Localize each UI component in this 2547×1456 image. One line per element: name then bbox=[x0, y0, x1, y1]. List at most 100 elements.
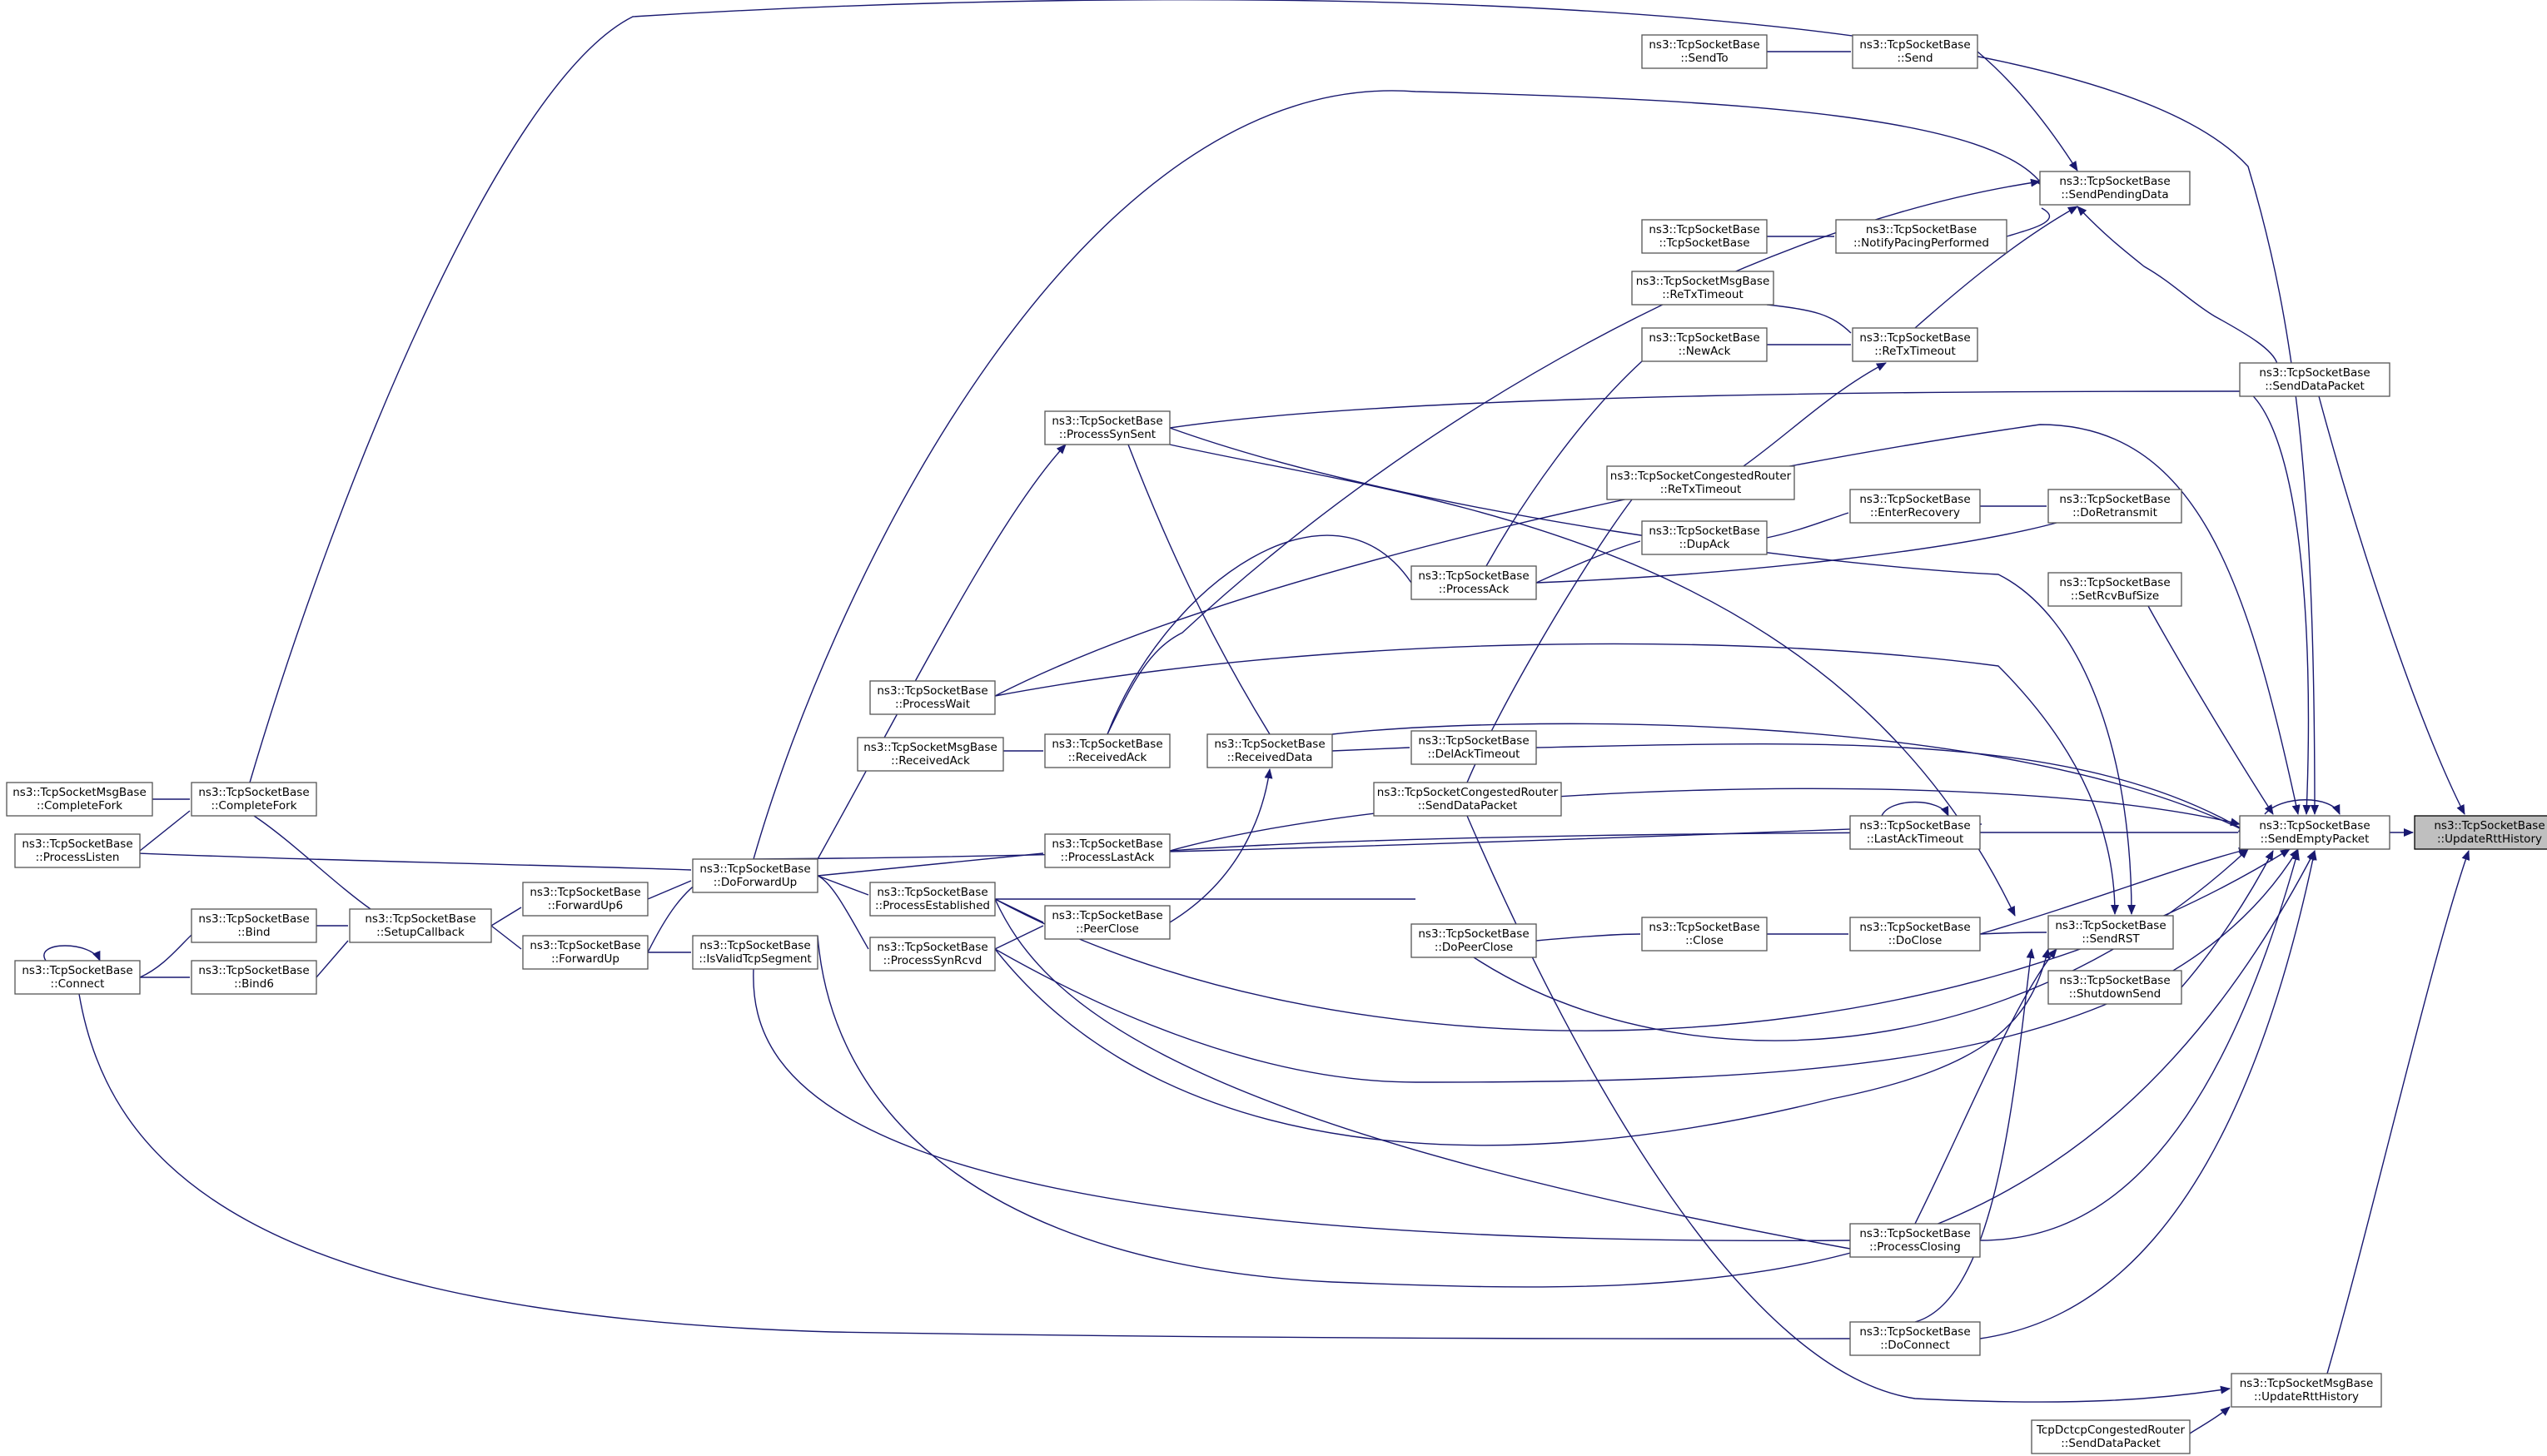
call-edge bbox=[316, 940, 349, 978]
node-box bbox=[1849, 1321, 1981, 1356]
node-sendrst[interactable]: ns3::TcpSocketBase::SendRST bbox=[2047, 915, 2174, 950]
node-peerclose[interactable]: ns3::TcpSocketBase::PeerClose bbox=[1044, 905, 1171, 940]
node-processwait[interactable]: ns3::TcpSocketBase::ProcessWait bbox=[869, 680, 996, 715]
node-box bbox=[1641, 917, 1768, 952]
node-method-label: ::ReceivedAck bbox=[891, 754, 970, 768]
node-isvalid[interactable]: ns3::TcpSocketBase::IsValidTcpSegment bbox=[692, 935, 818, 970]
node-class-label: ns3::TcpSocketBase bbox=[1649, 38, 1759, 52]
node-method-label: ::ProcessLastAck bbox=[1061, 851, 1155, 864]
node-processsynsent[interactable]: ns3::TcpSocketBase::ProcessSynSent bbox=[1044, 410, 1171, 445]
call-edge bbox=[78, 993, 1851, 1339]
node-sendpending[interactable]: ns3::TcpSocketBase::SendPendingData bbox=[2039, 171, 2191, 206]
call-edge bbox=[817, 444, 1067, 860]
node-congested-senddata[interactable]: ns3::TcpSocketCongestedRouter::SendDataP… bbox=[1373, 782, 1562, 817]
node-class-label: ns3::TcpSocketBase bbox=[1214, 738, 1325, 751]
node-box bbox=[2047, 489, 2182, 524]
node-box bbox=[1835, 219, 2007, 254]
call-edge bbox=[994, 424, 2301, 815]
node-class-label: ns3::TcpSocketBase bbox=[1052, 909, 1162, 922]
node-newack[interactable]: ns3::TcpSocketBase::NewAck bbox=[1641, 327, 1768, 362]
call-edge bbox=[1169, 768, 1273, 923]
node-class-label: ns3::TcpSocketBase bbox=[2259, 366, 2370, 380]
node-send[interactable]: ns3::TcpSocketBase::Send bbox=[1852, 34, 1978, 69]
node-class-label: ns3::TcpSocketBase bbox=[1649, 921, 1759, 934]
node-class-label: ns3::TcpSocketMsgBase bbox=[12, 786, 147, 799]
node-processack[interactable]: ns3::TcpSocketBase::ProcessAck bbox=[1410, 565, 1537, 600]
node-dctcp-senddata[interactable]: TcpDctcpCongestedRouter::SendDataPacket bbox=[2031, 1419, 2191, 1454]
self-call-edge bbox=[1881, 801, 1949, 817]
node-receiveddata[interactable]: ns3::TcpSocketBase::ReceivedData bbox=[1206, 733, 1333, 768]
node-setrcvbuf[interactable]: ns3::TcpSocketBase::SetRcvBufSize bbox=[2047, 572, 2182, 607]
node-msg-receivedack[interactable]: ns3::TcpSocketMsgBase::ReceivedAck bbox=[857, 737, 1004, 772]
node-box bbox=[1373, 782, 1562, 817]
node-forwardup6[interactable]: ns3::TcpSocketBase::ForwardUp6 bbox=[522, 882, 649, 917]
call-edge bbox=[1535, 933, 1641, 942]
node-doconnect[interactable]: ns3::TcpSocketBase::DoConnect bbox=[1849, 1321, 1981, 1356]
node-lastacktimeout[interactable]: ns3::TcpSocketBase::LastAckTimeout bbox=[1849, 815, 1981, 850]
node-box bbox=[2047, 915, 2174, 950]
node-msg-completefork[interactable]: ns3::TcpSocketMsgBase::CompleteFork bbox=[6, 782, 153, 817]
node-sendto[interactable]: ns3::TcpSocketBase::SendTo bbox=[1641, 34, 1768, 69]
node-setupcallback[interactable]: ns3::TcpSocketBase::SetupCallback bbox=[349, 908, 492, 943]
node-box bbox=[869, 937, 996, 971]
node-doretransmit[interactable]: ns3::TcpSocketBase::DoRetransmit bbox=[2047, 489, 2182, 524]
node-senddata[interactable]: ns3::TcpSocketBase::SendDataPacket bbox=[2239, 362, 2390, 397]
node-box bbox=[2414, 815, 2547, 850]
node-tcpsocketbase[interactable]: ns3::TcpSocketBase::TcpSocketBase bbox=[1641, 219, 1768, 254]
node-doforwardup[interactable]: ns3::TcpSocketBase::DoForwardUp bbox=[692, 858, 818, 893]
node-close[interactable]: ns3::TcpSocketBase::Close bbox=[1641, 917, 1768, 952]
node-class-label: ns3::TcpSocketBase bbox=[877, 684, 987, 698]
node-processclosing[interactable]: ns3::TcpSocketBase::ProcessClosing bbox=[1849, 1223, 1981, 1258]
node-receivedack[interactable]: ns3::TcpSocketBase::ReceivedAck bbox=[1044, 733, 1171, 768]
node-processestablished[interactable]: ns3::TcpSocketBase::ProcessEstablished bbox=[869, 882, 996, 917]
node-class-label: TcpDctcpCongestedRouter bbox=[2036, 1424, 2186, 1437]
node-processsynrcvd[interactable]: ns3::TcpSocketBase::ProcessSynRcvd bbox=[869, 937, 996, 971]
node-class-label: ns3::TcpSocketBase bbox=[1649, 524, 1759, 538]
node-doclose[interactable]: ns3::TcpSocketBase::DoClose bbox=[1849, 917, 1981, 952]
node-congested-retx[interactable]: ns3::TcpSocketCongestedRouter::ReTxTimeo… bbox=[1606, 465, 1795, 500]
node-delacktimeout[interactable]: ns3::TcpSocketBase::DelAckTimeout bbox=[1410, 730, 1537, 765]
node-completefork[interactable]: ns3::TcpSocketBase::CompleteFork bbox=[191, 782, 317, 817]
node-bind[interactable]: ns3::TcpSocketBase::Bind bbox=[191, 908, 317, 943]
node-msg-retx[interactable]: ns3::TcpSocketMsgBase::ReTxTimeout bbox=[1631, 271, 1774, 306]
node-notifypacing[interactable]: ns3::TcpSocketBase::NotifyPacingPerforme… bbox=[1835, 219, 2007, 254]
node-box bbox=[1641, 520, 1768, 555]
node-processlisten[interactable]: ns3::TcpSocketBase::ProcessListen bbox=[14, 833, 141, 868]
node-dopeerclose[interactable]: ns3::TcpSocketBase::DoPeerClose bbox=[1410, 923, 1537, 958]
call-edge bbox=[753, 968, 1851, 1242]
node-box bbox=[2031, 1419, 2191, 1454]
node-box bbox=[2239, 815, 2390, 850]
call-edge bbox=[1766, 512, 1849, 539]
node-connect[interactable]: ns3::TcpSocketBase::Connect bbox=[14, 960, 141, 995]
node-class-label: ns3::TcpSocketBase bbox=[1859, 493, 1970, 506]
node-method-label: ::CompleteFork bbox=[211, 799, 296, 812]
node-box bbox=[857, 737, 1004, 772]
node-shutdownsend[interactable]: ns3::TcpSocketBase::ShutdownSend bbox=[2047, 970, 2182, 1005]
call-edge bbox=[1914, 948, 2035, 1323]
call-edge bbox=[2318, 395, 2465, 815]
node-method-label: ::ReTxTimeout bbox=[1660, 483, 1742, 496]
node-class-label: ns3::TcpSocketBase bbox=[2059, 493, 2170, 506]
node-enterrecovery[interactable]: ns3::TcpSocketBase::EnterRecovery bbox=[1849, 489, 1981, 524]
node-method-label: ::ProcessEstablished bbox=[875, 899, 990, 912]
node-msg-update[interactable]: ns3::TcpSocketMsgBase::UpdateRttHistory bbox=[2231, 1373, 2382, 1408]
node-sendempty[interactable]: ns3::TcpSocketBase::SendEmptyPacket bbox=[2239, 815, 2390, 850]
node-retx[interactable]: ns3::TcpSocketBase::ReTxTimeout bbox=[1852, 327, 1978, 362]
node-class-label: ns3::TcpSocketBase bbox=[699, 939, 810, 952]
node-forwardup[interactable]: ns3::TcpSocketBase::ForwardUp bbox=[522, 935, 649, 970]
node-box bbox=[1410, 923, 1537, 958]
node-method-label: ::NewAck bbox=[1679, 345, 1731, 358]
node-class-label: ns3::TcpSocketBase bbox=[1649, 331, 1759, 345]
call-edge bbox=[1107, 534, 1412, 735]
node-class-label: ns3::TcpSocketBase bbox=[1859, 331, 1970, 345]
node-box bbox=[1849, 1223, 1981, 1258]
node-box bbox=[191, 782, 317, 817]
node-method-label: ::ForwardUp bbox=[551, 952, 619, 966]
node-method-label: ::LastAckTimeout bbox=[1867, 832, 1964, 846]
node-method-label: ::DoForwardUp bbox=[714, 876, 798, 889]
node-class-label: ns3::TcpSocketBase bbox=[1859, 1227, 1970, 1240]
node-processlastack[interactable]: ns3::TcpSocketBase::ProcessLastAck bbox=[1044, 833, 1171, 868]
node-dupack[interactable]: ns3::TcpSocketBase::DupAck bbox=[1641, 520, 1768, 555]
node-target[interactable]: ns3::TcpSocketBase::UpdateRttHistory bbox=[2414, 815, 2547, 850]
node-bind6[interactable]: ns3::TcpSocketBase::Bind6 bbox=[191, 960, 317, 995]
